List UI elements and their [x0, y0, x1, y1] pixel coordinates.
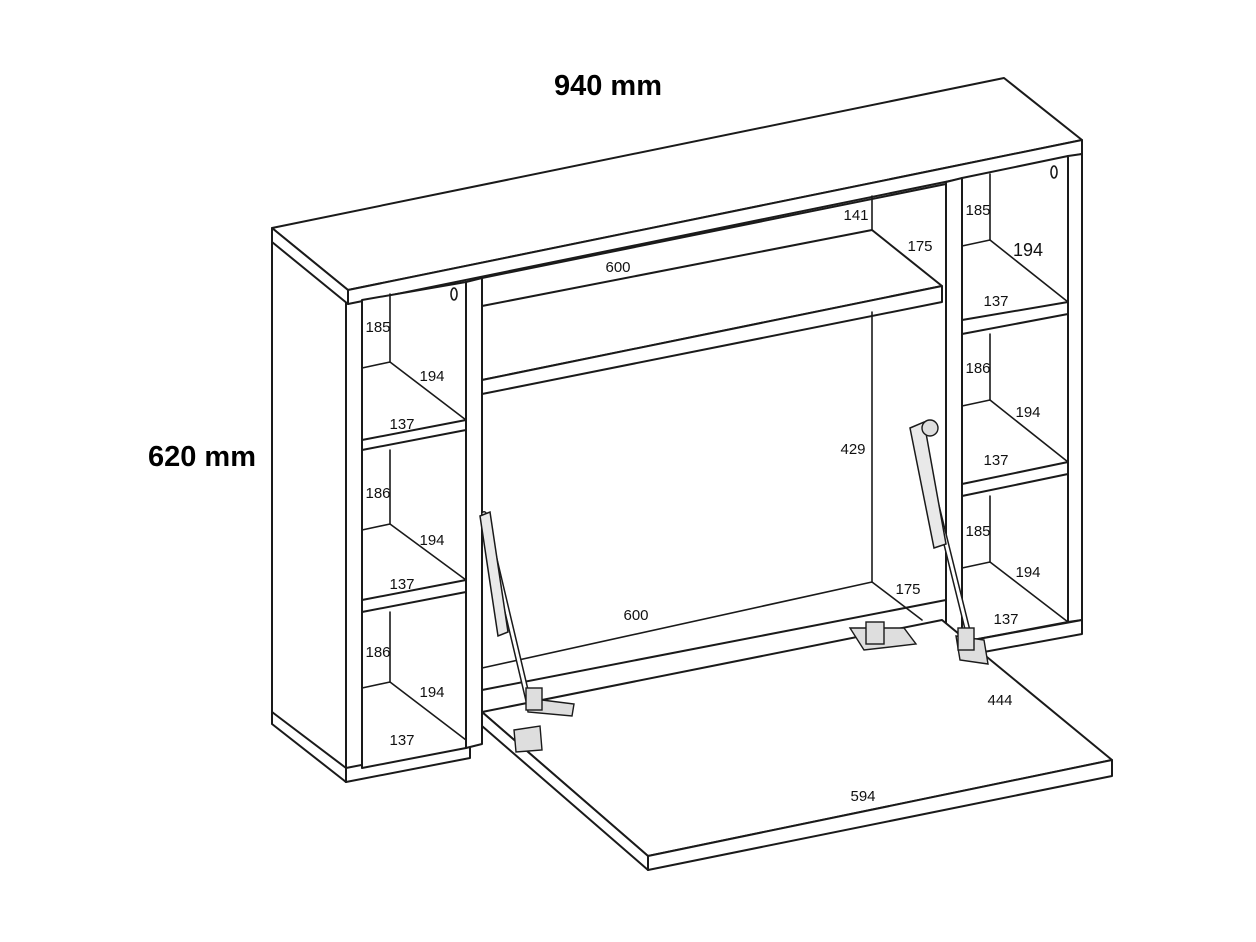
right-wall-hanger [1050, 165, 1058, 179]
left-top-height: 185 [365, 319, 390, 336]
left-gas-strut [479, 510, 533, 711]
right-shelf-1 [961, 301, 1069, 335]
overall-height-label: 620 mm [148, 441, 256, 473]
right-shelf-edge-1 [961, 239, 991, 247]
right-top-height: 185 [965, 202, 990, 219]
left-depth-line-3 [389, 681, 467, 741]
right-middle-width: 137 [983, 452, 1008, 469]
bottom-width-line [481, 581, 873, 669]
center-bay [481, 183, 947, 691]
upper-clearance: 141 [843, 207, 868, 224]
opening-height: 429 [840, 441, 865, 458]
upper-shelf-width: 600 [605, 259, 630, 276]
left-middle-depth: 194 [419, 532, 444, 549]
left-column-back-wall [361, 281, 467, 769]
right-depth-line-3 [989, 561, 1069, 623]
left-depth-line-1 [389, 361, 467, 421]
right-hinge [955, 627, 989, 665]
left-column [361, 277, 483, 769]
left-shelf-edge-2 [361, 523, 391, 531]
bottom-width: 600 [623, 607, 648, 624]
right-bottom-width: 137 [993, 611, 1018, 628]
right-side-panel [1067, 153, 1083, 623]
left-top-width: 137 [389, 416, 414, 433]
left-top-depth: 194 [419, 368, 444, 385]
left-bottom-height: 186 [365, 644, 390, 661]
right-bottom-depth: 194 [1015, 564, 1040, 581]
center-hinge [848, 621, 918, 651]
left-bottom-width: 137 [389, 732, 414, 749]
desk-flap-depth: 444 [987, 692, 1012, 709]
right-shelf-edge-3 [961, 561, 991, 569]
left-column-divider [465, 277, 483, 749]
left-wall-hanger [450, 287, 458, 301]
left-shelf-edge-1 [361, 361, 391, 369]
hardware [479, 419, 989, 753]
right-depth-line-1 [989, 239, 1069, 303]
left-column-back [345, 299, 363, 783]
bottom-depth-line [871, 581, 923, 621]
left-bottom-depth: 194 [419, 684, 444, 701]
dimension-labels: 940 mm 620 mm 185 194 137 186 194 137 18… [148, 70, 1043, 805]
right-gas-strut [909, 419, 973, 643]
right-middle-depth: 194 [1015, 404, 1040, 421]
right-bottom-height: 185 [965, 523, 990, 540]
right-middle-height: 186 [965, 360, 990, 377]
left-hinge [513, 687, 575, 753]
right-top-depth: 194 [1013, 240, 1043, 260]
desk-flap-width: 594 [850, 788, 875, 805]
top-board-left-edge [271, 227, 349, 305]
right-depth-line-2 [989, 399, 1069, 463]
left-side-panel [271, 231, 347, 783]
left-depth-line-2 [389, 523, 467, 581]
left-shelf-edge-3 [361, 681, 391, 689]
left-shelf-2 [361, 579, 467, 613]
left-middle-height: 186 [365, 485, 390, 502]
bottom-depth: 175 [895, 581, 920, 598]
right-shelf-2 [961, 461, 1069, 497]
upper-shelf-depth: 175 [907, 238, 932, 255]
left-shelf-1 [361, 419, 467, 451]
right-top-width: 137 [983, 293, 1008, 310]
right-shelf-edge-2 [961, 399, 991, 407]
overall-width-label: 940 mm [554, 70, 662, 102]
upper-shelf-front [481, 285, 943, 395]
left-middle-width: 137 [389, 576, 414, 593]
right-column [945, 153, 1083, 657]
